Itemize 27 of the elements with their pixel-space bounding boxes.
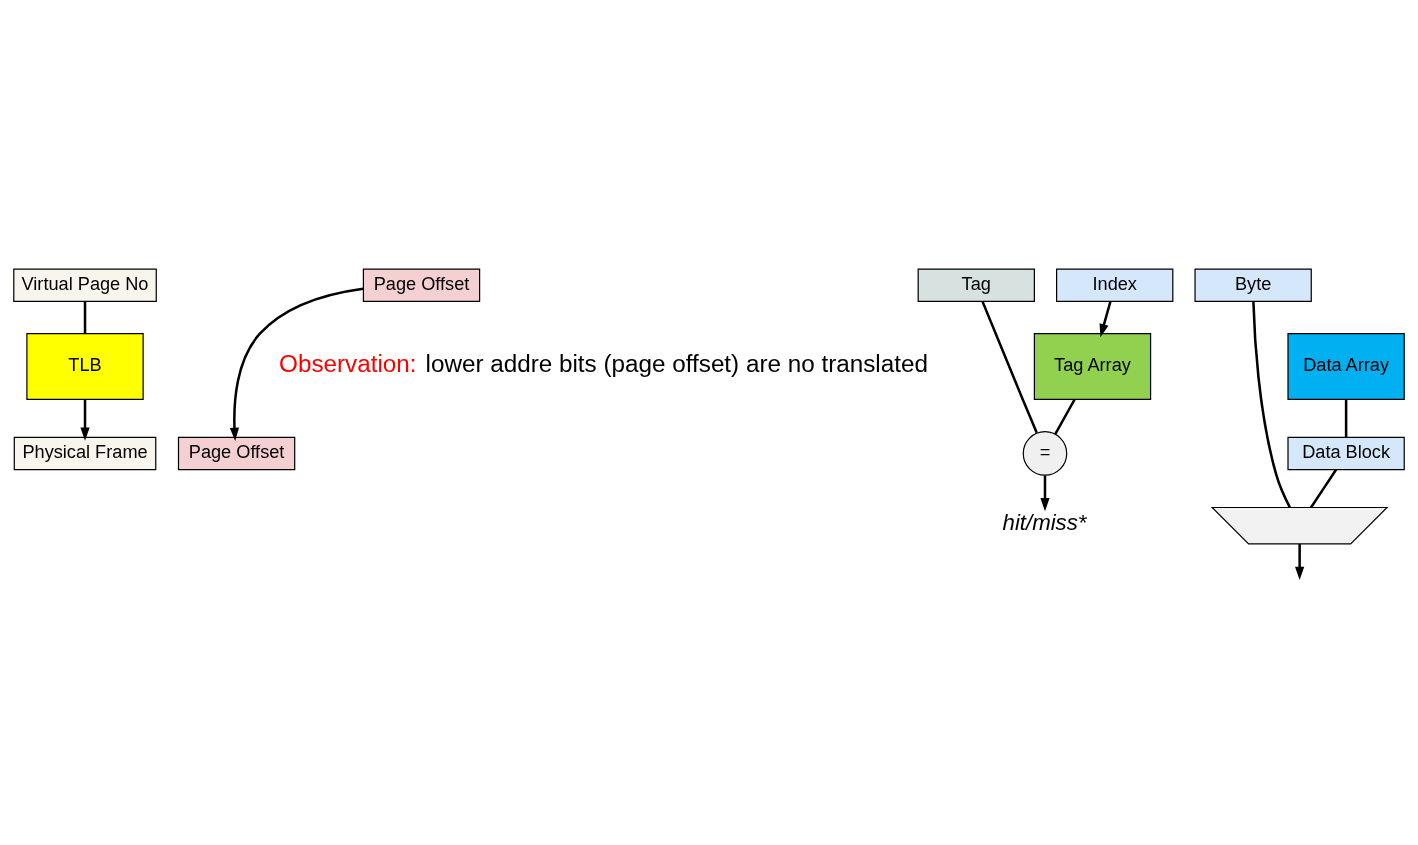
node-box: Index [1056, 267, 1174, 302]
label: lower addre bits (page offset) are no translated [425, 349, 928, 377]
node-text: hit/miss* [1002, 509, 1087, 535]
connector [83, 301, 87, 334]
connector [1252, 301, 1291, 508]
node-box: Byte [1194, 267, 1312, 302]
arrow [229, 286, 364, 441]
node-box: TLB [26, 332, 144, 400]
node-box: Physical Frame [13, 436, 157, 470]
node-circle: = [1022, 430, 1068, 476]
node-trapezoid [1210, 506, 1389, 544]
connector [1054, 398, 1076, 435]
node-box: Data Block [1287, 436, 1405, 470]
node-box: Page Offset [362, 267, 481, 302]
node-box: Data Array [1287, 332, 1405, 400]
arrow [1295, 543, 1305, 580]
node-box: Tag Array [1033, 332, 1152, 400]
connector [1309, 468, 1338, 508]
connector [1344, 399, 1348, 437]
node-box: Page Offset [177, 436, 296, 470]
label: Observation: [279, 349, 417, 377]
arrow [1099, 300, 1112, 337]
node-box: Tag [917, 267, 1035, 302]
arrow [80, 399, 90, 441]
node-box: Virtual Page No [13, 267, 157, 302]
arrow [1040, 475, 1050, 511]
connector [981, 300, 1038, 433]
